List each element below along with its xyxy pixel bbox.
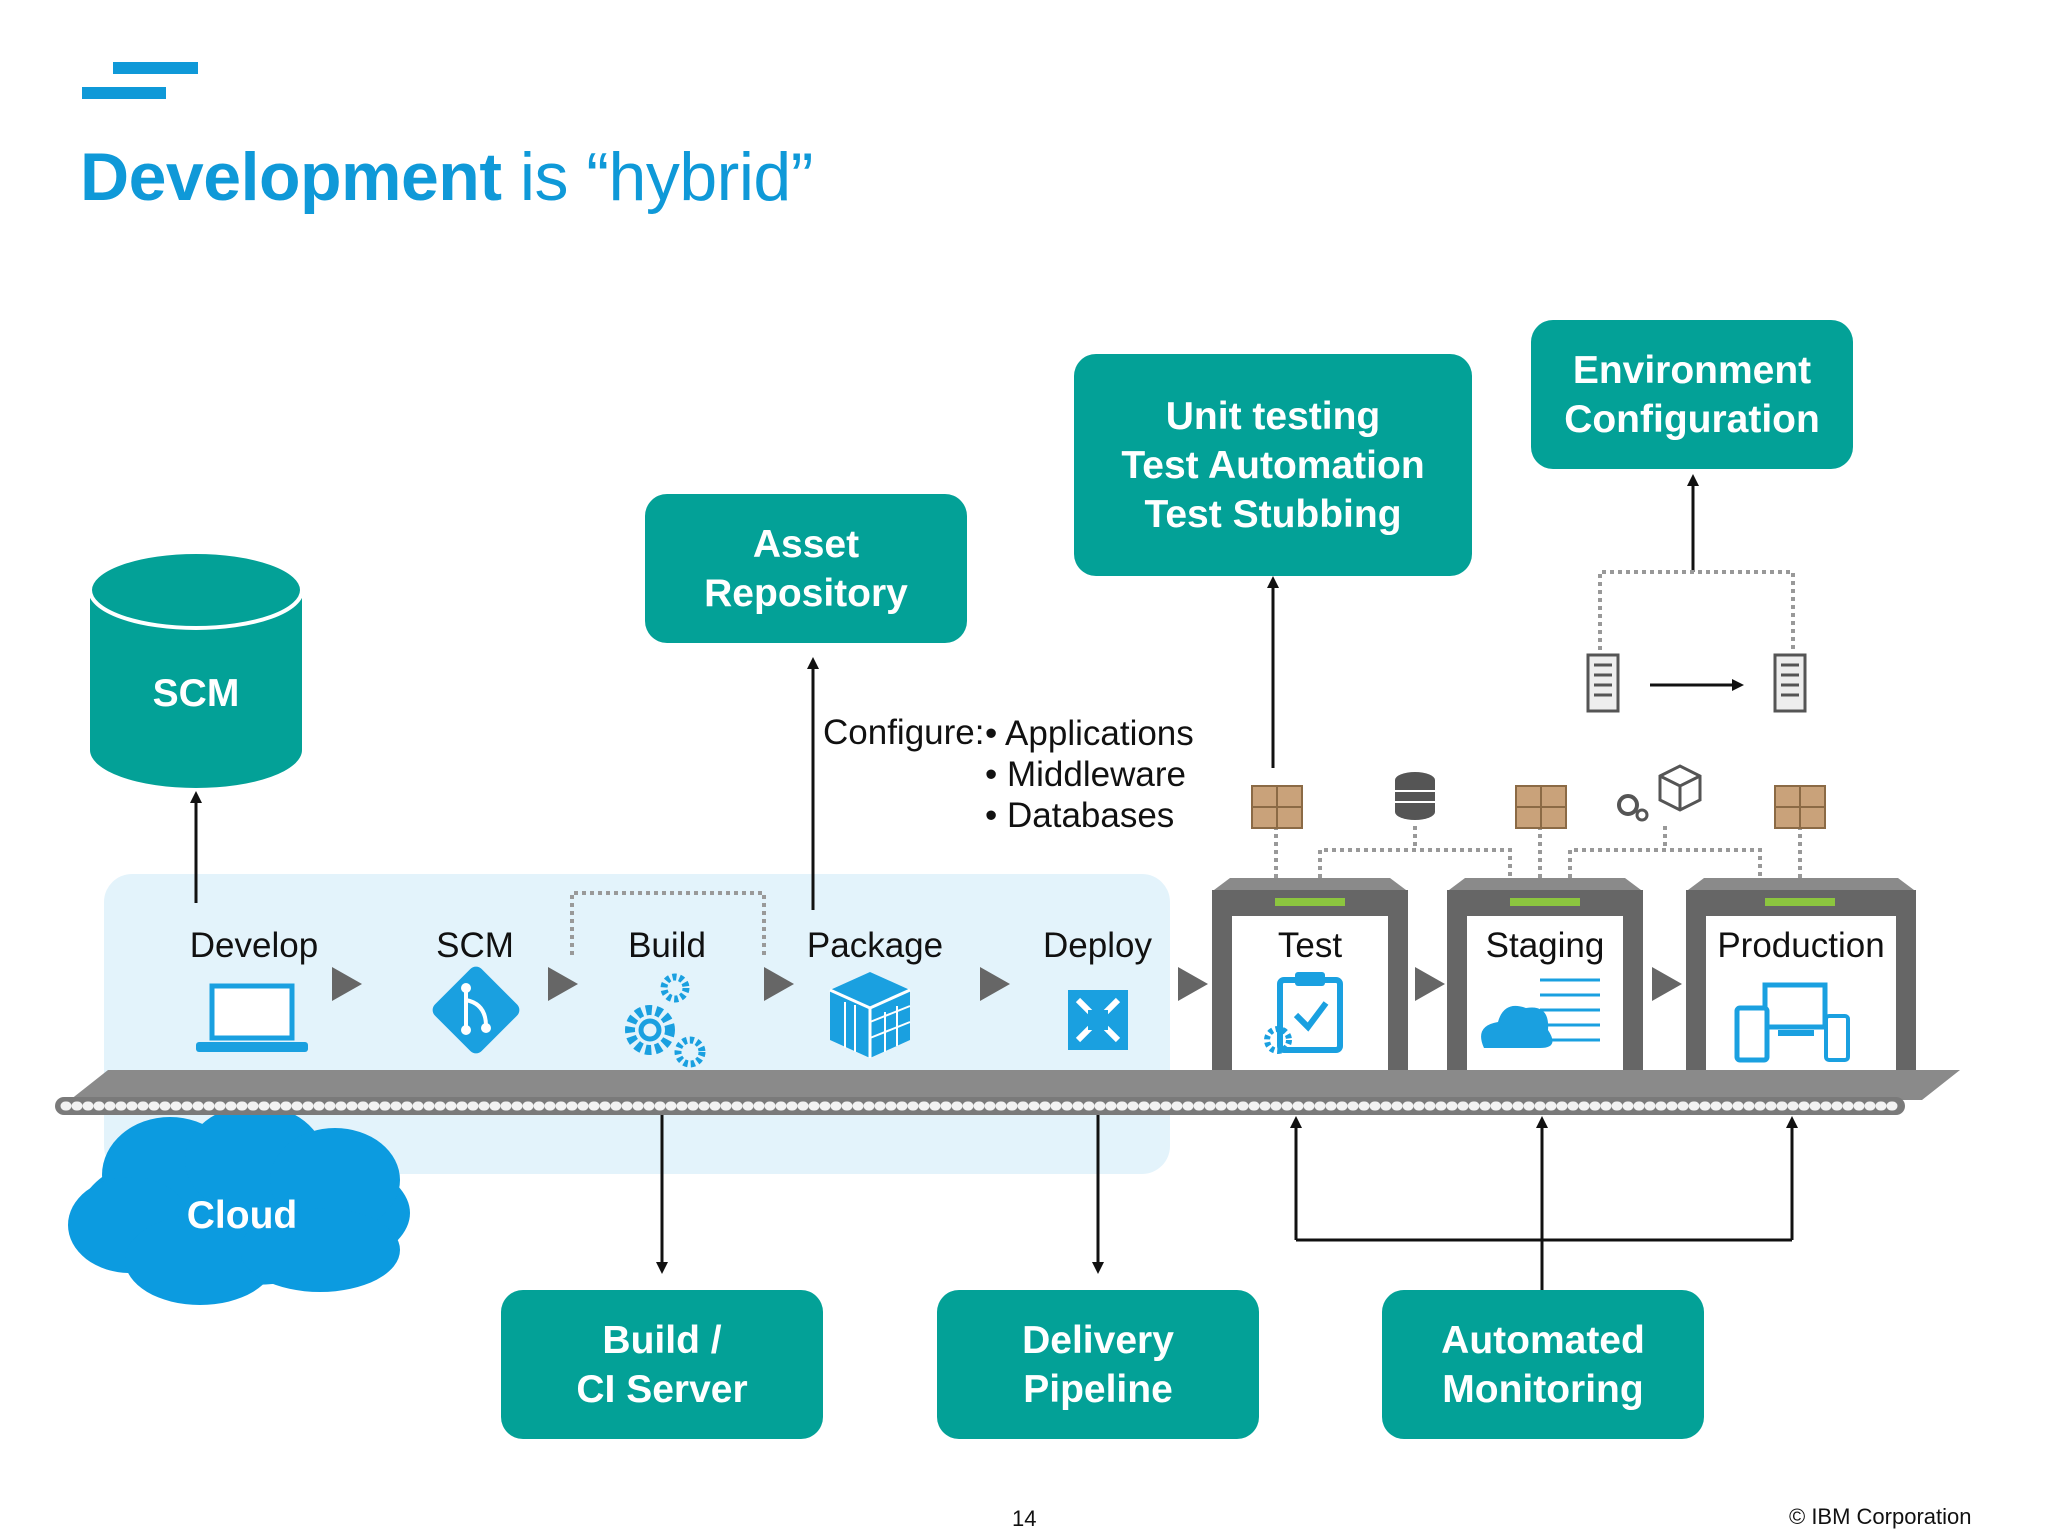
logo-bar-top [113,62,198,74]
build-ci-server-box: Build / CI Server [501,1290,823,1439]
env-frame-production [1686,878,1916,1070]
configure-item-databases: Databases [1006,796,1175,835]
package-icon-production [1774,785,1826,829]
package-icon-staging [1515,785,1567,829]
delivery-pipeline-box: Delivery Pipeline [937,1290,1259,1439]
logo-bar-bottom [82,87,166,99]
server-bracket [1598,570,1795,650]
testing-box: Unit testing Test Automation Test Stubbi… [1074,354,1472,576]
env-label-test: Test [1277,926,1343,965]
configure-item: • Applications [985,714,1194,753]
stage-arrows [332,967,1682,1001]
stage-label-scm: SCM [436,926,514,965]
configure-item: • Databases [985,796,1175,835]
env-label-staging: Staging [1485,926,1605,965]
cloud-transfer-icon [1481,976,1600,1050]
gears-icon [625,973,706,1068]
env-label-production: Production [1717,926,1885,965]
automated-monitoring-box: Automated Monitoring [1382,1290,1704,1439]
middleware-icon [1617,764,1702,822]
server-icon-right [1773,653,1807,713]
stage-label-deploy: Deploy [1043,926,1152,965]
configure-list: • Applications • Middleware • Databases [985,713,1194,836]
env-connectors [1274,826,1802,878]
configure-label: Configure: [823,713,985,752]
database-icon [1395,772,1435,820]
cloud-label: Cloud [186,1194,298,1237]
title-rest: is “hybrid” [501,139,814,215]
stage-label-package: Package [806,926,944,965]
devices-icon [1734,982,1850,1063]
conveyor-belt [55,1070,1960,1115]
scm-cylinder [88,550,304,788]
configure-item-applications: Applications [1005,714,1194,753]
laptop-icon [196,983,308,1052]
page-title: Development is “hybrid” [80,138,813,216]
scm-cylinder-label: SCM [152,672,240,715]
cloud-shape [68,1105,410,1305]
configure-item-middleware: Middleware [1006,755,1186,794]
copyright: © IBM Corporation [1789,1504,1972,1529]
server-icon-left [1586,653,1620,713]
package-icon-test [1251,785,1303,829]
git-icon [432,966,520,1054]
stage-label-build: Build [628,926,706,965]
asset-repository-box: Asset Repository [645,494,967,643]
clipboard-icon [1264,972,1343,1054]
stage-label-develop: Develop [189,926,319,965]
monitoring-connector [1290,1116,1798,1292]
environment-configuration-box: Environment Configuration [1531,320,1853,469]
title-bold: Development [80,139,502,215]
package-cube-icon [829,972,911,1058]
page-number: 14 [1012,1506,1037,1531]
configure-item: • Middleware [985,755,1186,794]
deploy-icon [1068,990,1128,1050]
